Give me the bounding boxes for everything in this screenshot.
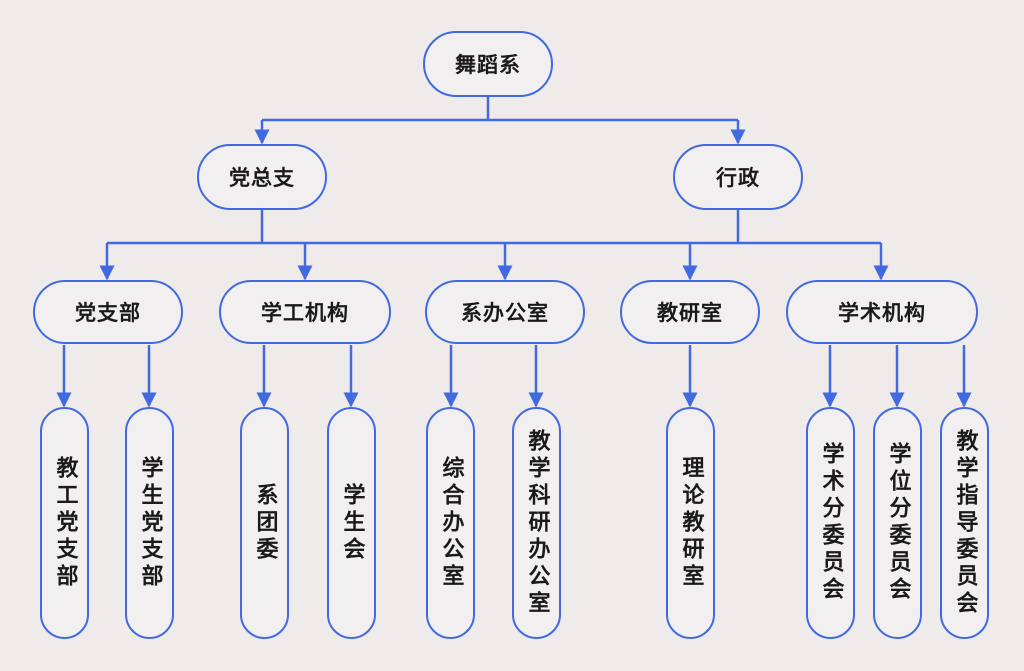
node-administration: 行政 (673, 144, 803, 210)
node-party-branch-general: 党总支 (197, 144, 327, 210)
leaf-student-union: 学生会 (327, 407, 376, 639)
node-teaching-research: 教研室 (620, 280, 760, 344)
leaf-degree-subcommittee: 学位分委员会 (873, 407, 922, 639)
node-party-branch: 党支部 (33, 280, 183, 344)
node-student-affairs: 学工机构 (219, 280, 391, 344)
leaf-youth-league: 系团委 (240, 407, 289, 639)
node-academic-bodies: 学术机构 (786, 280, 978, 344)
leaf-teaching-guidance-committee: 教学指导委员会 (940, 407, 989, 639)
leaf-theory-teaching-research: 理论教研室 (666, 407, 715, 639)
root-node: 舞蹈系 (423, 31, 553, 97)
leaf-student-party-branch: 学生党支部 (125, 407, 174, 639)
leaf-academic-subcommittee: 学术分委员会 (806, 407, 855, 639)
leaf-teaching-research-office: 教学科研办公室 (512, 407, 561, 639)
node-dept-office: 系办公室 (425, 280, 585, 344)
leaf-faculty-party-branch: 教工党支部 (40, 407, 89, 639)
leaf-general-office: 综合办公室 (426, 407, 475, 639)
